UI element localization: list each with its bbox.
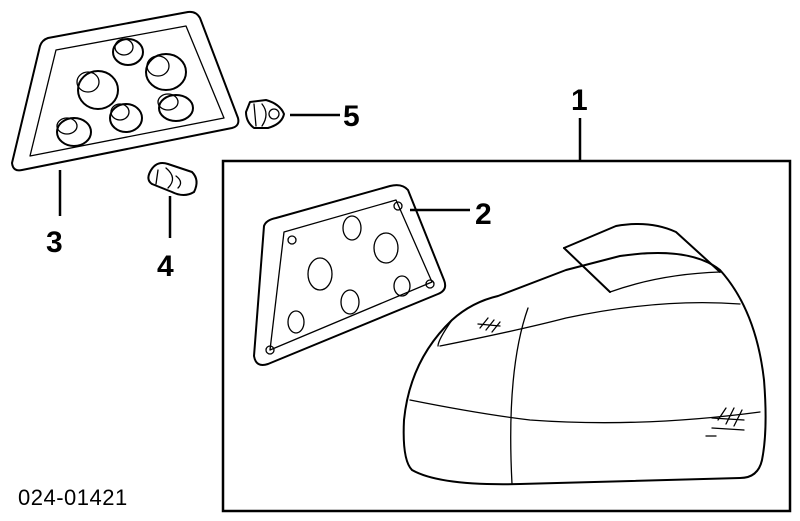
gasket-screw-hole — [393, 201, 403, 211]
gasket-screw-hole — [287, 235, 297, 245]
gasket-opening — [373, 232, 399, 264]
bulb-socket-plate — [11, 10, 240, 172]
gasket-opening — [340, 289, 360, 315]
assembly-frame — [221, 159, 792, 513]
diagram-part-number: 024-01421 — [18, 485, 128, 510]
socket-5 — [109, 103, 143, 133]
bayonet-bulb — [147, 162, 198, 196]
socket-4 — [157, 93, 194, 122]
gasket-screw-hole — [425, 279, 435, 289]
gasket-opening — [393, 275, 411, 297]
socket-3 — [76, 70, 119, 110]
gasket-opening — [307, 257, 333, 291]
callout-1: 1 — [571, 84, 588, 117]
wedge-bulb — [245, 99, 285, 129]
gasket-screw-hole — [265, 345, 275, 355]
socket-1 — [112, 38, 144, 66]
gasket-opening — [287, 310, 305, 334]
gasket — [253, 184, 447, 366]
callout-3: 3 — [46, 226, 63, 259]
callout-4: 4 — [157, 250, 174, 283]
tail-lamp-lens — [402, 223, 767, 486]
gasket-opening — [342, 215, 362, 241]
socket-2 — [145, 53, 187, 91]
socket-6 — [56, 117, 92, 147]
callout-5: 5 — [343, 100, 360, 133]
callout-2: 2 — [475, 198, 492, 231]
lens-hatch-mark — [705, 407, 745, 437]
lens-hatch-mark — [477, 317, 501, 333]
